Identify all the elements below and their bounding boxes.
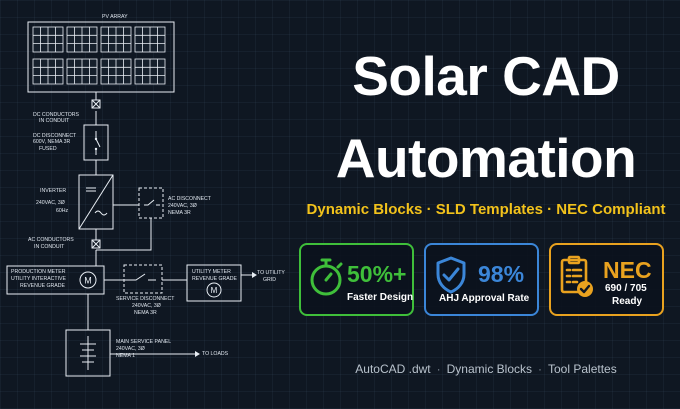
- pv-panel: [100, 26, 132, 53]
- feature-card-speed: 50%+ Faster Design: [299, 243, 414, 316]
- pv-panel: [134, 58, 166, 85]
- hero-tagline: Dynamic Blocks · SLD Templates · NEC Com…: [306, 201, 666, 218]
- main-panel-rating: NEMA 1: [116, 353, 135, 359]
- single-line-diagram: PV ARRAY: [6, 14, 285, 377]
- footer-item-autocad: AutoCAD .dwt: [355, 362, 431, 376]
- ac-conductors-sub-label: IN CONDUIT: [34, 244, 65, 250]
- main-panel-label: MAIN SERVICE PANEL: [116, 339, 171, 345]
- production-meter-symbol: [79, 271, 97, 289]
- approval-label: AHJ Approval Rate: [439, 293, 530, 304]
- dc-junction-box: [91, 99, 101, 109]
- utility-meter-box: [186, 264, 242, 302]
- inverter-box: [78, 174, 114, 230]
- pv-panels: [32, 26, 166, 85]
- pv-array-frame: [27, 21, 175, 93]
- dc-disconnect-rating: 600V, NEMA 3R: [33, 139, 71, 145]
- feature-card-approval: 98% AHJ Approval Rate: [424, 243, 539, 316]
- production-meter-letter: M: [84, 276, 92, 286]
- feature-card-nec: NEC 690 / 705 Ready: [549, 243, 664, 316]
- loads-arrow-icon: [195, 351, 200, 357]
- pv-panel: [66, 58, 98, 85]
- dc-disconnect-label: DC DISCONNECT: [33, 133, 77, 139]
- to-utility-label: TO UTILITY: [257, 270, 285, 276]
- footer-item-tool-palettes: Tool Palettes: [548, 362, 617, 376]
- main-panel-voltage: 240VAC, 3Ø: [116, 346, 145, 352]
- footer-feature-list: AutoCAD .dwt · Dynamic Blocks · Tool Palette…: [300, 362, 672, 376]
- service-disconnect-box: [123, 264, 163, 294]
- ac-disconnect-label: AC DISCONNECT: [168, 196, 212, 202]
- stopwatch-icon: [310, 258, 343, 296]
- footer-item-dynamic-blocks: Dynamic Blocks: [446, 362, 532, 376]
- pv-panel: [134, 26, 166, 53]
- ac-disconnect-rating: NEMA 3R: [168, 210, 191, 216]
- service-disconnect-label: SERVICE DISCONNECT: [116, 296, 175, 302]
- dc-conductors-label: DC CONDUCTORS: [33, 112, 80, 118]
- utility-meter-grade: REVENUE GRADE: [192, 276, 238, 282]
- pv-panel: [100, 58, 132, 85]
- pv-array-label: PV ARRAY: [102, 14, 128, 20]
- main-service-panel-box: [65, 329, 111, 377]
- utility-meter-letter: M: [211, 286, 218, 295]
- dc-disconnect-fuse: FUSED: [39, 146, 57, 152]
- ac-junction-box: [91, 239, 101, 249]
- utility-meter-symbol: [206, 282, 222, 298]
- separator-dot-icon: ·: [538, 362, 542, 376]
- approval-value: 98%: [478, 261, 525, 287]
- inverter-frequency: 60Hz: [56, 208, 69, 214]
- service-disconnect-voltage: 240VAC, 3Ø: [132, 303, 161, 309]
- nec-ready-label: Ready: [612, 296, 643, 307]
- hero-title-line-2: Automation: [335, 127, 637, 189]
- shield-check-icon: [436, 256, 466, 294]
- separator-dot-icon: ·: [436, 362, 441, 376]
- to-utility-grid-label: GRID: [263, 277, 276, 283]
- service-disconnect-switch-symbol: [130, 273, 156, 281]
- ac-disconnect-switch-symbol: [144, 199, 160, 206]
- clipboard-check-icon: [560, 255, 593, 297]
- dc-disconnect-switch-symbol: [95, 131, 101, 155]
- ac-conductors-label: AC CONDUCTORS: [28, 237, 74, 243]
- production-meter-sub-label: UTILITY INTERACTIVE: [11, 276, 66, 282]
- pv-panel: [66, 26, 98, 53]
- production-meter-label: PRODUCTION METER: [11, 269, 66, 275]
- speed-value: 50%+: [347, 261, 407, 287]
- speed-label: Faster Design: [347, 292, 414, 303]
- inverter-label: INVERTER: [40, 188, 66, 194]
- ac-disconnect-voltage: 240VAC, 3Ø: [168, 203, 197, 209]
- hero-title-line-1: Solar CAD: [352, 45, 620, 107]
- pv-panel: [32, 58, 64, 85]
- panel-bus-symbol: [80, 336, 96, 370]
- service-disconnect-rating: NEMA 3R: [134, 310, 157, 316]
- utility-meter-label: UTILITY METER: [192, 269, 231, 275]
- production-meter-grade: REVENUE GRADE: [20, 283, 66, 289]
- pv-panel: [32, 26, 64, 53]
- inverter-voltage: 240VAC, 3Ø: [36, 200, 65, 206]
- ac-disconnect-return: [96, 218, 152, 251]
- nec-codes-label: 690 / 705: [605, 283, 647, 294]
- to-loads-label: TO LOADS: [202, 351, 229, 357]
- grid-arrow-icon: [252, 272, 257, 278]
- nec-value: NEC: [603, 257, 652, 283]
- dc-disconnect-box: [83, 124, 109, 161]
- dc-conductors-sub-label: IN CONDUIT: [39, 118, 70, 124]
